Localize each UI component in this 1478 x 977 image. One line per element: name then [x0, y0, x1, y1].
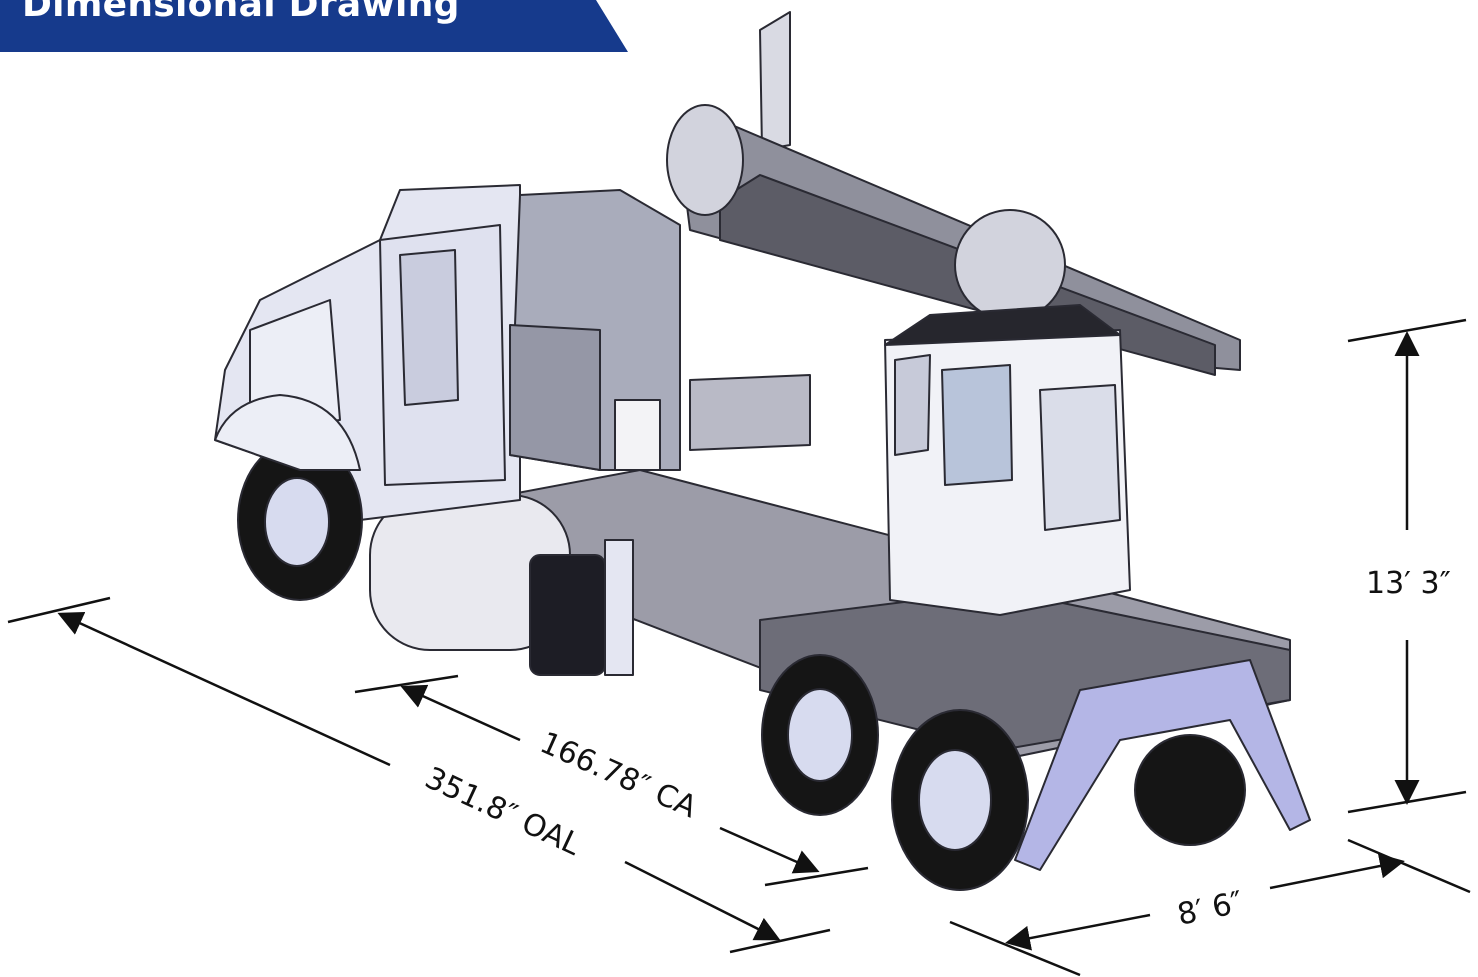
dim-height	[1347, 318, 1467, 814]
truck-cab	[214, 184, 521, 601]
title-banner: Dimensional Drawing	[0, 0, 630, 52]
dim-width	[949, 838, 1471, 977]
cab-to-axle-label: 166.78″ CA	[535, 725, 702, 825]
equipment-boxes	[509, 189, 811, 471]
fuel-tank	[369, 494, 634, 676]
page-title: Dimensional Drawing	[22, 0, 460, 25]
dim-cab-to-axle	[354, 674, 869, 887]
operator-cab	[884, 304, 1131, 616]
exhaust-stack	[759, 11, 791, 151]
rear-stabilizer	[1014, 659, 1311, 871]
overall-length-label: 351.8″ OAL	[420, 761, 586, 863]
rear-wheels	[761, 654, 1246, 891]
truck-illustration	[214, 11, 1311, 891]
dim-overall-length	[7, 596, 831, 954]
banner-shape	[0, 0, 628, 52]
width-label: 8′ 6″	[1174, 885, 1246, 933]
height-label: 13′ 3″	[1366, 566, 1451, 601]
